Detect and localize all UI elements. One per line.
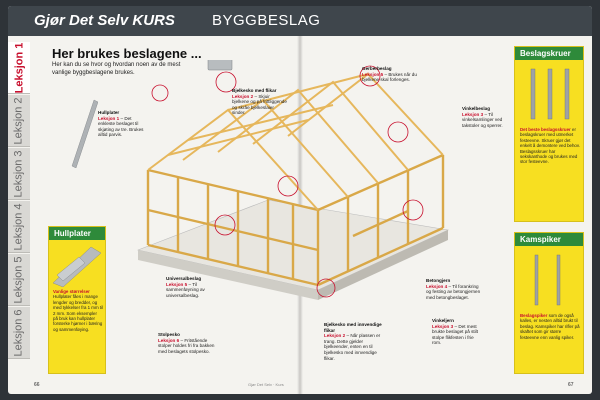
kamspiker-box-text: Beslagspiker som de også kalles, er nest… [520, 313, 580, 340]
tab-leksjon-6[interactable]: Leksjon 6 [8, 307, 30, 359]
tab-leksjon-2[interactable]: Leksjon 2 [8, 95, 30, 147]
page-number-right: 67 [568, 382, 574, 388]
header-band: Gjør Det Selv KURS BYGGBESLAG [8, 6, 592, 36]
page-gutter [297, 6, 303, 394]
callout-betongjern: Betongjern Leksjon 4 – Til forankring og… [426, 278, 481, 300]
callout-innvendige-flikar: Bjelkesko med innvendige flikar Leksjon … [324, 322, 382, 361]
callout-gerberbeslag: Gerberbeslag Leksjon 5 – Brukes når du b… [362, 66, 417, 83]
slab-edge-side [318, 230, 448, 300]
intro-text: Her kan du se hvor og hvordan noen av de… [52, 62, 181, 76]
beslagskruer-box-title: Beslagskruer [515, 47, 583, 60]
roof-trusses [147, 72, 444, 211]
callout-hullplater: Hullplater Leksjon 1 – Det enkleste besl… [98, 110, 144, 138]
beslagskruer-box: Beslagskruer Det beste beslagsskruer er … [514, 46, 584, 222]
hullplater-box-text: Vanlige størrelser Hullplater fåes i man… [53, 289, 104, 332]
tab-leksjon-1[interactable]: Leksjon 1 [8, 42, 30, 94]
beslagskruer-box-text: Det beste beslagsskruer er beslagskruer … [520, 127, 580, 165]
footer-center: Gjør Det Selv · Kurs [248, 382, 284, 387]
callout-vinkelbeslag: Vinkelbeslag Leksjon 3 – Til vinkelsamli… [462, 106, 503, 128]
callout-circles [151, 65, 424, 298]
screws-image [530, 68, 570, 120]
tab-leksjon-4[interactable]: Leksjon 4 [8, 201, 30, 253]
callout-vinkeljern: Vinkeljern Leksjon 3 – Det mest brukte b… [432, 318, 478, 346]
page-title: Her brukes beslagene ... [52, 46, 202, 61]
page-number-left: 66 [34, 382, 40, 388]
kamspiker-box: Kamspiker Beslagspiker som de også kalle… [514, 232, 584, 374]
house-frame-illustration [136, 60, 450, 300]
lesson-tabs: Leksjon 1 Leksjon 2 Leksjon 3 Leksjon 4 … [8, 42, 30, 362]
hullplater-box-image [52, 246, 102, 287]
brand-title: Gjør Det Selv KURS [34, 12, 175, 29]
wall-frame [146, 153, 445, 287]
tab-leksjon-5[interactable]: Leksjon 5 [8, 254, 30, 306]
slab-edge [138, 250, 318, 300]
section-title: BYGGBESLAG [212, 12, 321, 29]
callout-universalbeslag: Universalbeslag Leksjon 5 – Til sammenfø… [166, 276, 205, 298]
hullplate-image [71, 99, 98, 168]
hullplater-box-title: Hullplater [49, 227, 105, 240]
kamspiker-box-title: Kamspiker [515, 233, 583, 246]
nails-image [534, 254, 561, 306]
magazine-spread: Gjør Det Selv KURS BYGGBESLAG Leksjon 1 … [8, 6, 592, 394]
bracket-icons [207, 60, 233, 71]
callout-stolpesko: Stolpesko Leksjon 6 – Fritstående stolpe… [158, 332, 215, 354]
hullplater-box: Hullplater Vanlige størrelser Hullplater… [48, 226, 106, 374]
tab-leksjon-3[interactable]: Leksjon 3 [8, 148, 30, 200]
callout-bjelkesko: Bjelkesko med flikar Leksjon 2 – Skjuir … [232, 88, 287, 116]
